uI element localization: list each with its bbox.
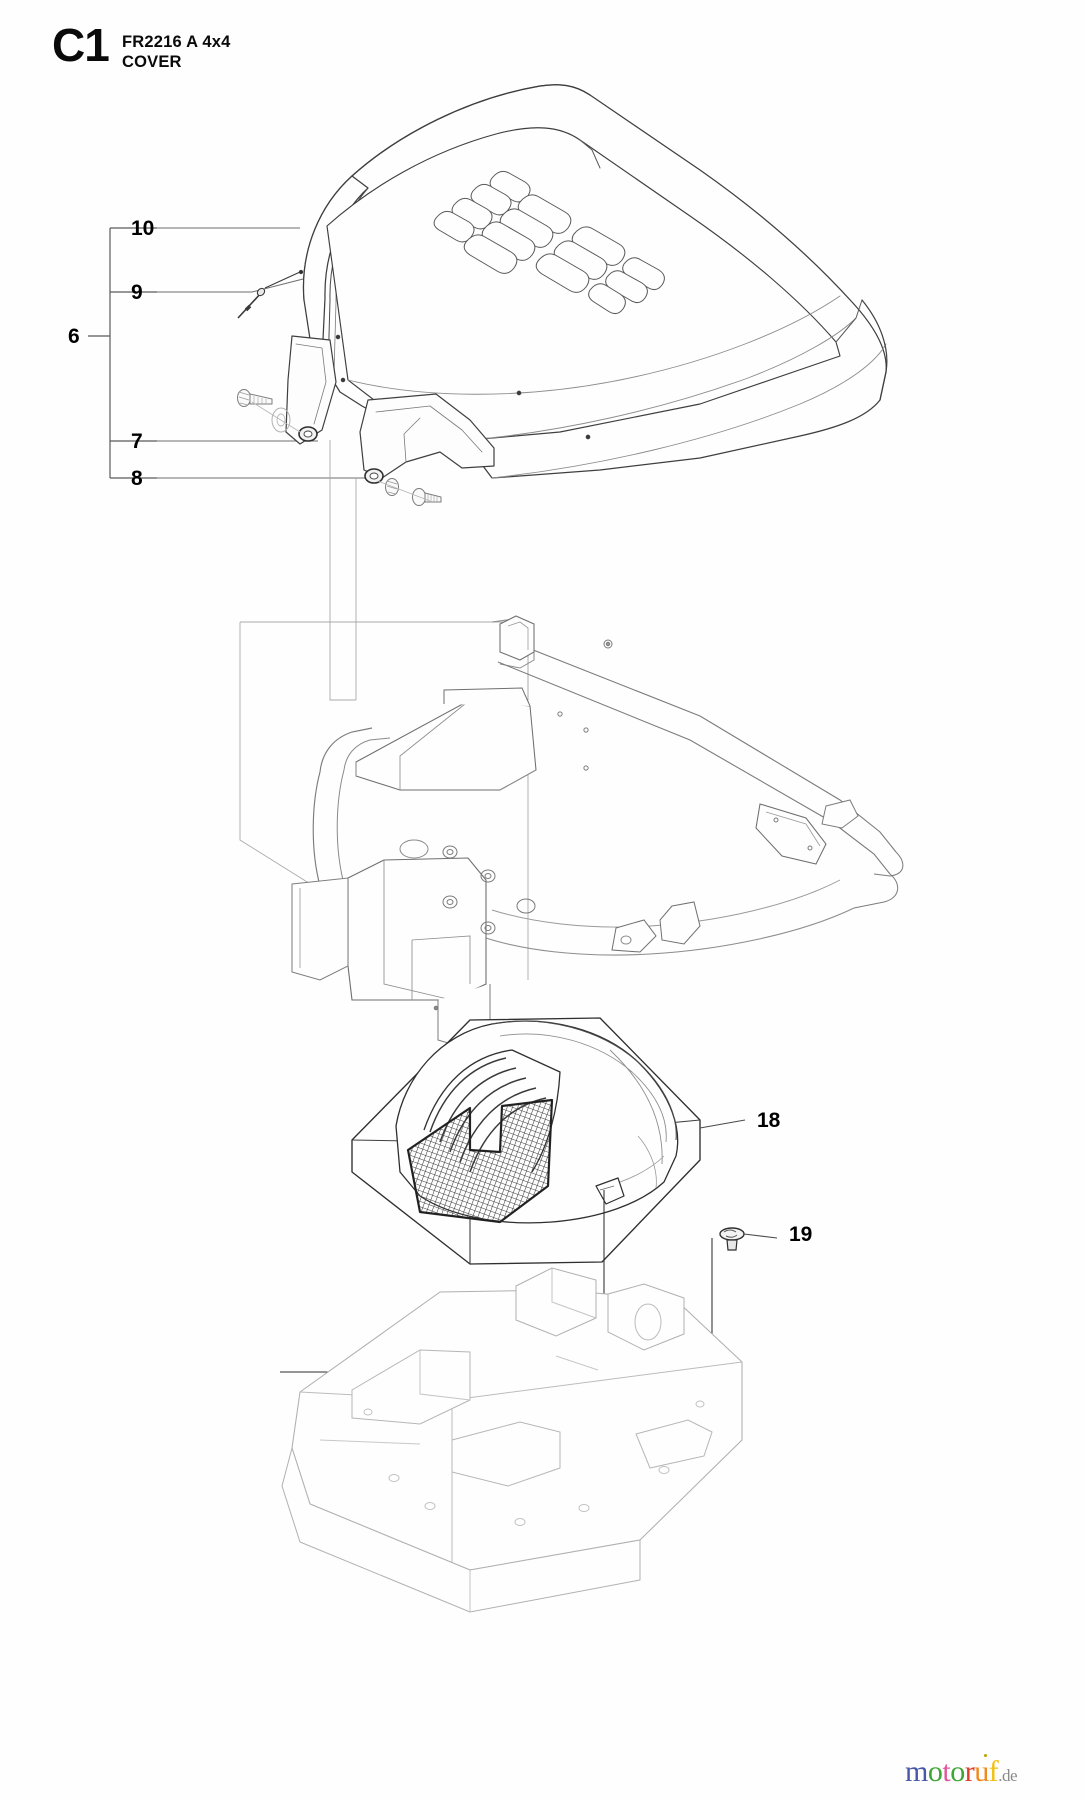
watermark-letter-f: f <box>988 1755 999 1788</box>
leader-19 <box>743 1233 778 1239</box>
page-title: COVER <box>122 53 182 71</box>
bolt-part-7 <box>237 389 301 433</box>
watermark-letter-o1: o <box>927 1755 943 1788</box>
group-bracket-6 <box>88 227 157 479</box>
callout-10[interactable]: 10 <box>131 217 155 240</box>
watermark-letter-u: u <box>974 1755 989 1788</box>
rear-engine-cover <box>351 1017 701 1265</box>
leader-18 <box>699 1119 746 1129</box>
leader-9 <box>157 277 308 293</box>
watermark-motoruf: motoruf.de <box>905 1754 1017 1788</box>
callout-9[interactable]: 9 <box>131 281 143 304</box>
watermark-letter-t: t <box>942 1755 951 1788</box>
leader-lines-lower <box>699 1119 778 1239</box>
hood-vent-slots <box>433 170 665 315</box>
rear-chassis-base <box>281 1267 743 1613</box>
callout-18[interactable]: 18 <box>757 1109 781 1132</box>
watermark-dot <box>983 1754 987 1757</box>
chassis-frame-assembly <box>291 615 904 1047</box>
callout-6[interactable]: 6 <box>68 325 80 348</box>
watermark-tld: .de <box>998 1766 1017 1785</box>
screw-part-19 <box>719 1227 745 1251</box>
callout-7[interactable]: 7 <box>131 430 143 453</box>
bolt-part-8 <box>377 478 442 506</box>
watermark-letter-m: m <box>905 1755 928 1788</box>
section-code: C1 <box>52 19 110 71</box>
watermark-letter-o2: o <box>950 1755 965 1788</box>
watermark-letter-r: r <box>964 1755 975 1788</box>
model-name: FR2216 A 4x4 <box>122 33 231 51</box>
callout-8[interactable]: 8 <box>131 467 143 490</box>
callout-19[interactable]: 19 <box>789 1223 813 1246</box>
engine-hood-cover <box>285 84 888 484</box>
hood-pin-part-9 <box>237 269 304 319</box>
